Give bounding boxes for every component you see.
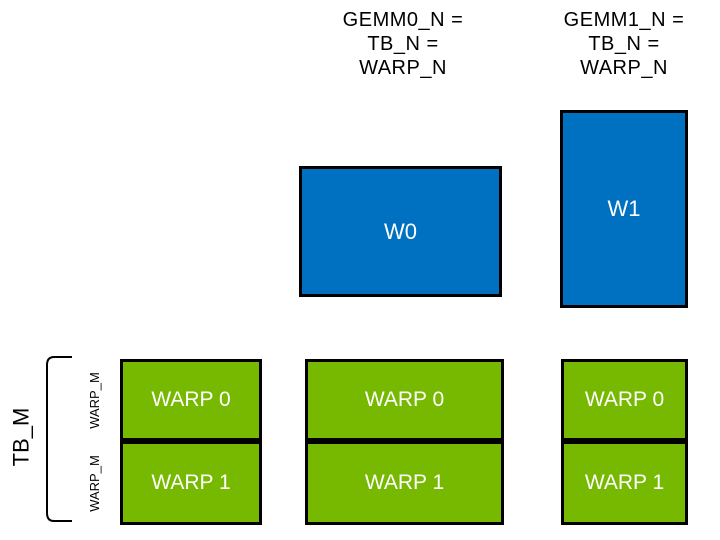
warp-m-row1-label: WARP_M <box>86 454 102 512</box>
gemm1-header-line2: TB_N = <box>588 33 660 55</box>
tb-m-bracket <box>46 356 72 522</box>
gemm0-column-header: GEMM0_N = TB_N = WARP_N <box>303 8 503 80</box>
gemm0-header-line1: GEMM0_N = <box>342 9 464 31</box>
tile-col1-warp1: WARP 1 <box>120 441 262 525</box>
warp-fragment-w1-box: W1 <box>560 110 688 308</box>
gemm0-header-line2: TB_N = <box>367 33 439 55</box>
gemm0-header-line3: WARP_N <box>359 57 447 79</box>
gemm1-header-line1: GEMM1_N = <box>563 9 685 31</box>
warp-fragment-w0-label: W0 <box>384 218 417 244</box>
gemm1-column-header: GEMM1_N = TB_N = WARP_N <box>524 8 720 80</box>
tile-col1-warp1-label: WARP 1 <box>151 471 231 494</box>
gemm1-header-line3: WARP_N <box>580 57 668 79</box>
tile-col1-warp0-label: WARP 0 <box>151 388 231 411</box>
tb-m-label: TB_M <box>8 407 33 467</box>
tile-col2-warp1: WARP 1 <box>305 441 504 525</box>
warp-fragment-w1-label: W1 <box>607 196 641 221</box>
tile-col3-warp1-label: WARP 1 <box>584 471 665 494</box>
tile-col3-warp0: WARP 0 <box>561 359 688 441</box>
tile-col2-warp1-label: WARP 1 <box>364 471 445 494</box>
tile-col3-warp1: WARP 1 <box>561 441 688 525</box>
tile-col1-warp0: WARP 0 <box>120 359 262 441</box>
tile-col3-warp0-label: WARP 0 <box>584 388 665 411</box>
warp-fragment-w0-box: W0 <box>299 166 502 297</box>
tile-col2-warp0: WARP 0 <box>305 359 504 441</box>
warp-m-row0-label: WARP_M <box>86 371 102 429</box>
tile-col2-warp0-label: WARP 0 <box>364 388 445 411</box>
